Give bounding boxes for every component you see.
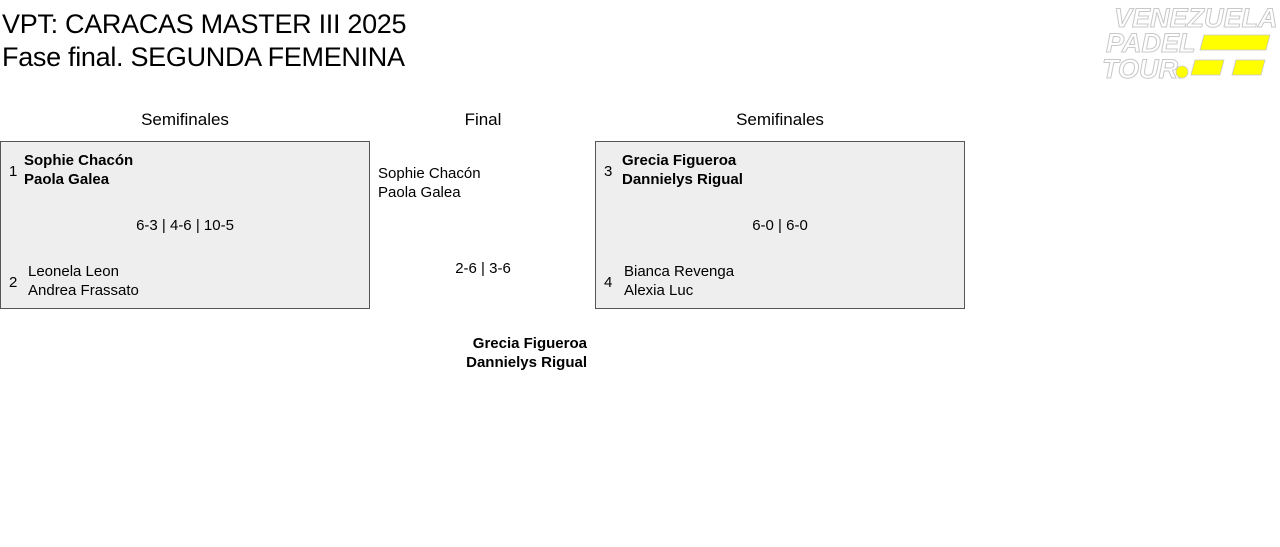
player-name: Dannielys Rigual	[622, 171, 743, 188]
column-heading-semifinals-right: Semifinales	[736, 110, 824, 129]
semifinal-match-right: 3 Grecia Figueroa Dannielys Rigual 6-0 |…	[595, 141, 965, 309]
player-name: Grecia Figueroa	[472, 335, 587, 352]
player-name: Dannielys Rigual	[466, 354, 587, 371]
player-name: Leonela Leon	[28, 263, 119, 280]
player-name: Sophie Chacón	[378, 165, 481, 182]
logo-line-padel: PADEL	[1106, 28, 1196, 58]
column-heading-semifinals-left: Semifinales	[141, 110, 229, 129]
match-score: 6-0 | 6-0	[752, 217, 808, 234]
final-finalist-names: Sophie Chacón Paola Galea	[378, 164, 481, 202]
team-loser-names: Bianca Revenga Alexia Luc	[624, 262, 734, 300]
column-heading-final: Final	[464, 110, 502, 129]
team-seed: 3	[604, 163, 613, 180]
player-name: Paola Galea	[24, 171, 110, 188]
team-winner-names: Sophie Chacón Paola Galea	[24, 151, 133, 189]
team-seed: 1	[9, 163, 18, 180]
player-name: Sophie Chacón	[24, 152, 134, 169]
logo-accent-bars	[1175, 34, 1271, 79]
logo-line-venezuela: VENEZUELA	[1114, 3, 1278, 33]
page-title: VPT: CARACAS MASTER III 2025	[2, 9, 407, 39]
player-name: Bianca Revenga	[624, 263, 735, 280]
team-seed: 4	[604, 274, 613, 291]
match-score: 6-3 | 4-6 | 10-5	[136, 217, 234, 234]
page-subtitle: Fase final. SEGUNDA FEMENINA	[2, 42, 405, 72]
player-name: Andrea Frassato	[28, 282, 139, 299]
champion-names: Grecia Figueroa Dannielys Rigual	[378, 334, 587, 372]
venezuela-padel-tour-logo: VENEZUELA PADEL TOUR.	[1102, 3, 1279, 81]
team-seed: 2	[9, 274, 18, 291]
team-loser-names: Leonela Leon Andrea Frassato	[28, 262, 139, 300]
logo-line-tour: TOUR.	[1102, 54, 1186, 80]
team-winner-names: Grecia Figueroa Dannielys Rigual	[622, 151, 743, 189]
semifinal-match-left: 1 Sophie Chacón Paola Galea 6-3 | 4-6 | …	[0, 141, 370, 309]
player-name: Alexia Luc	[624, 282, 694, 299]
player-name: Paola Galea	[378, 184, 461, 201]
final-score: 2-6 | 3-6	[455, 260, 511, 277]
player-name: Grecia Figueroa	[622, 152, 737, 169]
